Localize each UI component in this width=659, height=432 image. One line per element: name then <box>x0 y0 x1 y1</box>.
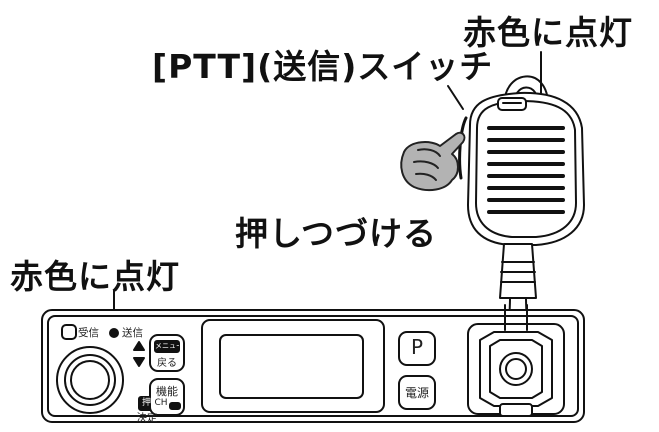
left-lamp-callout: 赤色に点灯 <box>10 257 180 296</box>
mic-grill <box>487 126 565 214</box>
receive-led <box>61 324 77 340</box>
ptt-leader-line <box>447 85 464 110</box>
hand <box>400 131 466 192</box>
knob-push-label: 押 <box>141 398 151 408</box>
volume-knob-outer <box>56 346 124 414</box>
ptt-switch <box>458 116 468 180</box>
display-screen <box>219 334 364 399</box>
top-lamp-callout: 赤色に点灯 <box>463 13 633 52</box>
mic-head <box>467 91 585 246</box>
power-key-label: 電源 <box>404 386 429 400</box>
p-key <box>398 331 436 366</box>
radio-body <box>41 304 585 423</box>
function-key-top-label: 機能 <box>156 385 178 398</box>
ptt-switch-callout: [PTT](送信)スイッチ <box>152 47 494 86</box>
hold-callout: 押しつづける <box>235 214 438 253</box>
menu-key-top-label: メニュー <box>155 342 179 350</box>
knob-label: 決定 <box>136 412 158 424</box>
arrow-down-icon <box>133 357 145 367</box>
transmit-label: 送信 <box>122 327 143 339</box>
volume-knob <box>64 354 116 406</box>
arrow-up-icon <box>133 341 145 351</box>
menu-key-bottom-label: 戻る <box>157 358 177 369</box>
p-key-label: P <box>410 335 424 359</box>
transmit-led <box>109 328 119 338</box>
receive-label: 受信 <box>78 327 99 339</box>
function-key-bottom-label: CH <box>154 398 168 408</box>
mic-jack <box>499 352 533 386</box>
display-bezel <box>201 319 385 413</box>
power-key <box>398 375 436 410</box>
